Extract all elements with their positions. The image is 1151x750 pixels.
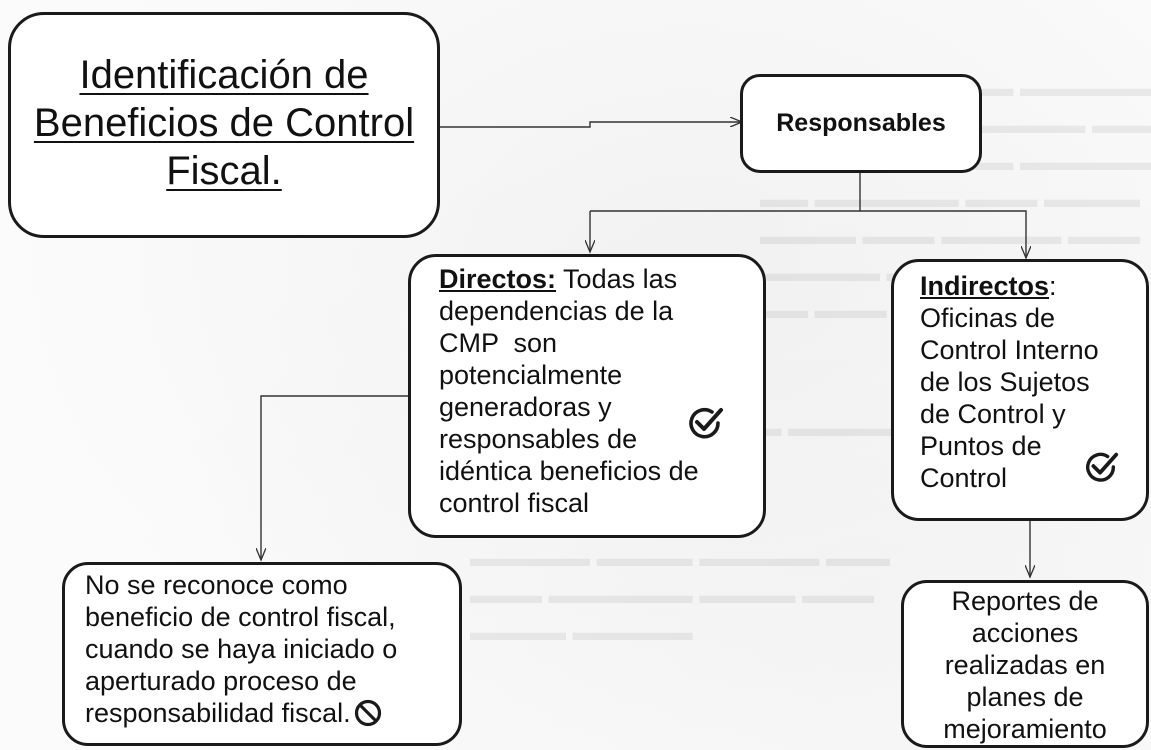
directos-line: potencialmente — [439, 360, 623, 390]
no-reconoce-line: No se reconoce como — [85, 570, 348, 600]
root-node: Identificación de Beneficios de Control … — [8, 12, 440, 238]
directos-line: Directos: Todas las — [439, 263, 755, 295]
connector-root-to-responsables — [437, 122, 742, 128]
responsables-node: Responsables — [740, 74, 982, 173]
check-circle-icon — [1086, 452, 1119, 482]
root-title: Identificación de Beneficios de Control … — [11, 51, 437, 195]
indirectos-node: Indirectos: Oficinas de Control Interno … — [891, 259, 1149, 521]
prohibited-icon — [354, 699, 381, 727]
no-reconoce-line: responsabilidad fiscal. — [85, 697, 455, 729]
responsables-label: Responsables — [776, 109, 946, 137]
indirectos-colon: : — [1049, 271, 1057, 301]
bleed-through-texture: ▬▬▬▬▬ ▬▬▬▬ ▬▬▬▬▬ ▬▬▬▬▬▬ ▬▬▬▬▬▬ ▬▬▬▬ ▬▬▬▬… — [470, 545, 890, 646]
reportes-line: acciones — [971, 618, 1079, 648]
connector-directos-to-no-reconoce — [261, 395, 408, 560]
directos-line: responsables de — [439, 424, 638, 454]
reportes-line: planes de — [966, 682, 1084, 712]
root-title-line: Identificación de — [79, 53, 369, 97]
indirectos-keyword: Indirectos — [920, 271, 1050, 301]
directos-text: Todas las — [563, 264, 678, 294]
check-circle-icon — [689, 407, 723, 439]
no-reconoce-line: cuando se haya iniciado o — [85, 634, 398, 664]
directos-line: generadoras y — [439, 392, 612, 422]
indirectos-line: de Control y — [920, 399, 1066, 429]
directos-line: dependencias de la — [439, 296, 674, 326]
reportes-line: Reportes de — [951, 586, 1099, 616]
no-reconoce-line: beneficio de control fiscal, — [85, 602, 396, 632]
directos-line: CMP son — [439, 328, 558, 358]
reportes-line: realizadas en — [944, 650, 1106, 680]
indirectos-line: Indirectos: — [920, 270, 1140, 302]
directos-line: control fiscal — [439, 488, 590, 518]
directos-line: idéntica beneficios de — [439, 456, 699, 486]
indirectos-line: Puntos de — [920, 431, 1042, 461]
indirectos-line: Control Interno — [920, 335, 1099, 365]
no-reconoce-text: responsabilidad fiscal. — [85, 698, 351, 728]
reportes-node: Reportes de acciones realizadas en plane… — [901, 580, 1149, 748]
indirectos-line: Oficinas de — [920, 303, 1056, 333]
directos-keyword: Directos: — [439, 264, 557, 294]
connector-to-indirectos — [860, 210, 1026, 258]
reportes-line: mejoramiento — [943, 714, 1107, 744]
root-title-line: Fiscal. — [166, 149, 282, 193]
root-title-line: Beneficios de Control — [33, 101, 415, 145]
indirectos-line: de los Sujetos — [920, 367, 1090, 397]
connector-responsables-split — [590, 172, 861, 212]
no-reconoce-node: No se reconoce como beneficio de control… — [62, 562, 462, 746]
indirectos-line: Control — [920, 463, 1008, 493]
no-reconoce-line: aperturado proceso de — [85, 666, 357, 696]
directos-node: Directos: Todas las dependencias de la C… — [408, 254, 766, 538]
